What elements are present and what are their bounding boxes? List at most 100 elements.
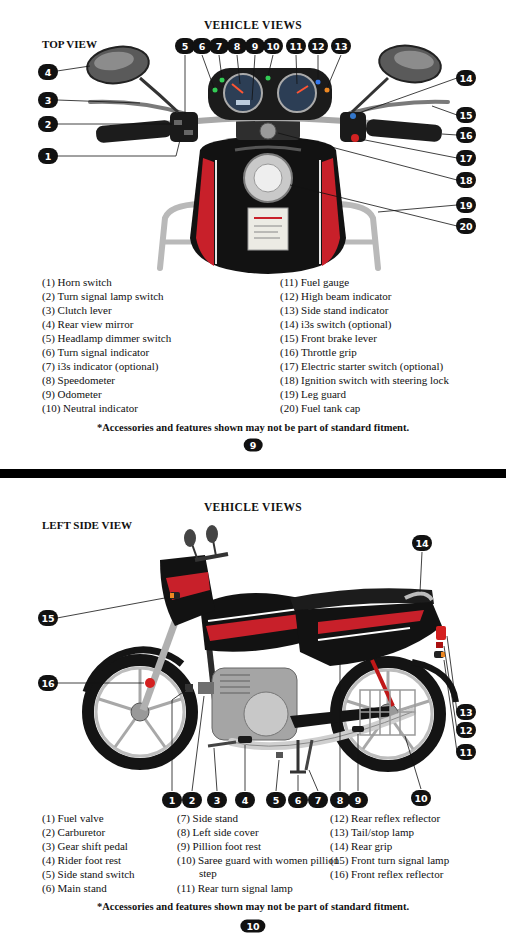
part-list-item: (13) Side stand indicator [280, 304, 388, 317]
side-view-motorcycle [434, 651, 444, 658]
top-view-motorcycle [213, 88, 218, 93]
callout-number: 12 [456, 722, 476, 738]
side-view-motorcycle [220, 674, 250, 676]
side-view-motorcycle [318, 610, 424, 634]
callout-number: 3 [38, 92, 58, 108]
leader-line [378, 205, 457, 212]
part-list-item: (10) Neutral indicator [42, 402, 138, 415]
callout-number: 12 [308, 38, 328, 54]
leader-line [57, 100, 140, 103]
leader-line [442, 134, 457, 135]
leader-line [57, 683, 144, 684]
leader-line [185, 55, 186, 114]
side-view-motorcycle [208, 742, 236, 746]
side-view-motorcycle [166, 572, 210, 600]
side-view-motorcycle [295, 602, 442, 666]
top-view-motorcycle [85, 42, 448, 274]
part-list-item: (17) Electric starter switch (optional) [280, 360, 443, 373]
side-view-motorcycle [360, 690, 415, 735]
top-view-motorcycle [316, 80, 321, 85]
callout-number: 17 [456, 150, 476, 166]
leader-line [356, 78, 457, 114]
top-view-motorcycle [254, 164, 282, 192]
top-view-motorcycle [184, 130, 193, 135]
side-view-motorcycle [170, 592, 180, 599]
side-view-motorcycle [297, 740, 300, 772]
part-list-item: (9) Pillion foot rest [177, 840, 261, 853]
part-list-item: (8) Left side cover [177, 826, 259, 839]
callout-number: 11 [456, 744, 476, 760]
part-list-item: (15) Front brake lever [280, 332, 377, 345]
side-view-motorcycle [318, 628, 410, 640]
top-view-motorcycle [208, 68, 332, 120]
view-heading: VEHICLE VIEWS [204, 19, 302, 31]
side-view-motorcycle [185, 684, 193, 692]
leader-line [447, 636, 457, 712]
top-view-motorcycle [325, 88, 330, 93]
callout-number: 5 [266, 792, 286, 808]
side-view-motorcycle [436, 642, 443, 648]
leader-line [276, 760, 279, 791]
side-view-motorcycle [206, 614, 301, 641]
side-view-motorcycle [86, 525, 456, 772]
callout-number: 4 [235, 792, 255, 808]
side-view-motorcycle [145, 678, 155, 688]
top-view-motorcycle [352, 78, 388, 112]
leader-line [57, 140, 180, 156]
top-view-motorcycle [244, 154, 292, 202]
side-view-motorcycle [276, 752, 283, 758]
part-list-item: (3) Clutch lever [42, 304, 112, 317]
part-list-item: (6) Turn signal indicator [42, 346, 149, 359]
leader-line [296, 55, 297, 84]
leader-line [405, 736, 421, 789]
footnote: *Accessories and features shown may not … [97, 422, 409, 433]
callout-number: 7 [209, 38, 229, 54]
callout-number: 7 [308, 792, 328, 808]
part-list-item: (15) Front turn signal lamp [330, 854, 449, 867]
top-view-motorcycle [224, 74, 262, 112]
top-view-motorcycle [170, 112, 198, 142]
side-view-motorcycle [88, 660, 192, 764]
top-view-motorcycle [340, 112, 366, 142]
part-list-item: (16) Front reflex reflector [330, 868, 443, 881]
callout-number: 16 [38, 675, 58, 691]
page-separator [0, 469, 506, 478]
side-view-motorcycle [206, 525, 218, 543]
top-view-motorcycle [377, 42, 443, 86]
page-number: 9 [244, 439, 263, 452]
part-list-item: (4) Rider foot rest [42, 854, 121, 867]
top-view-motorcycle [236, 100, 250, 105]
callout-number: 19 [456, 197, 476, 213]
callout-number: 14 [456, 70, 476, 86]
part-list-item: (8) Speedometer [42, 374, 115, 387]
side-view-motorcycle [352, 726, 364, 732]
leader-line [278, 133, 457, 180]
side-view-motorcycle [195, 554, 228, 560]
callout-number: 1 [162, 792, 182, 808]
callout-number: 13 [331, 38, 351, 54]
leader-line [192, 696, 204, 791]
callout-number: 10 [411, 790, 431, 806]
top-view-motorcycle [196, 158, 214, 266]
callout-number: 15 [456, 107, 476, 123]
side-view-motorcycle [436, 626, 446, 640]
side-view-motorcycle [360, 690, 415, 735]
leader-line [252, 55, 255, 100]
part-list-item: (10) Saree guard with women pillion step [177, 854, 345, 880]
leader-line [57, 552, 457, 791]
part-list-item: (1) Horn switch [42, 276, 112, 289]
callout-number: 9 [348, 792, 368, 808]
side-view-motorcycle [441, 652, 445, 657]
side-view-motorcycle [290, 771, 306, 774]
part-list-item: (2) Turn signal lamp switch [42, 290, 164, 303]
callout-number: 8 [330, 792, 350, 808]
side-view-motorcycle [184, 529, 196, 547]
side-view-motorcycle [244, 692, 288, 736]
top-view-motorcycle [220, 78, 225, 83]
part-list-item: (19) Leg guard [280, 388, 346, 401]
side-view-motorcycle [306, 740, 312, 770]
top-view-motorcycle [93, 49, 135, 72]
side-view-motorcycle [198, 682, 214, 694]
leader-line [309, 770, 318, 791]
top-view-motorcycle [393, 48, 435, 71]
